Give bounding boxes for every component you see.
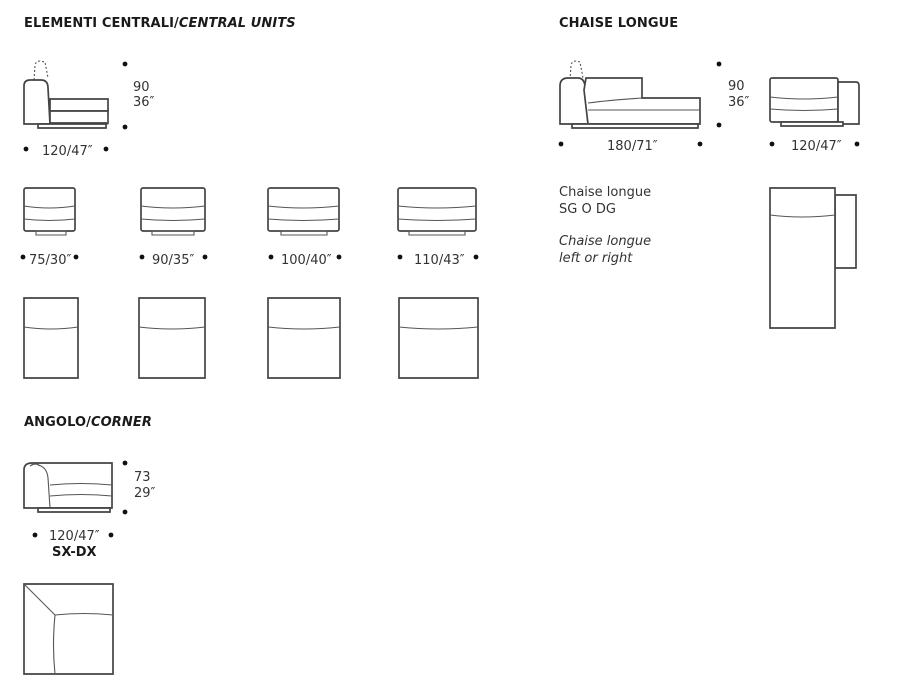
central-units-heading: ELEMENTI CENTRALI/CENTRAL UNITS [24,17,296,30]
central-unit-front-110 [398,188,476,235]
central-unit-plan-75 [24,298,78,378]
central-unit-plan-110 [399,298,478,378]
chaise-width-label: 180/71″ [607,139,658,154]
chaise-heading: CHAISE LONGUE [559,16,679,31]
corner-heading-en: CORNER [90,415,152,430]
chaise-plan-view [770,188,856,328]
central-height-cm: 90 [133,80,150,95]
central-unit-front-75 [24,188,75,235]
chaise-caption-it-2: SG O DG [559,202,616,217]
central-width-markers [23,146,109,152]
central-width-75: 75/30″ [29,253,72,268]
chaise-caption-en-2: left or right [559,251,633,266]
corner-height-markers [122,460,128,515]
central-width-110: 110/43″ [414,253,465,268]
central-heading-it: ELEMENTI CENTRALI/ [24,16,179,31]
central-width-100: 100/40″ [281,253,332,268]
corner-height-in: 29″ [134,486,156,501]
chaise-caption-en-1: Chaise longue [559,234,652,249]
central-unit-front-90 [141,188,205,235]
chaise-height-markers [716,61,722,128]
corner-width-markers [32,532,114,538]
central-height-markers [122,61,128,130]
corner-heading: ANGOLO/CORNER [24,416,152,429]
chaise-front-width-label: 120/47″ [791,139,842,154]
chaise-caption-it-1: Chaise longue [559,185,652,200]
central-unit-plan-100 [268,298,340,378]
corner-side-label: SX-DX [52,545,97,560]
chaise-front-view [770,78,859,126]
central-heading-en: CENTRAL UNITS [178,16,296,31]
chaise-height-in: 36″ [728,95,750,110]
chaise-front-width-markers [769,141,860,147]
central-unit-side-view [24,61,108,128]
corner-side-view [24,463,112,512]
chaise-height-cm: 90 [728,79,745,94]
central-width-90: 90/35″ [152,253,195,268]
central-width-label: 120/47″ [42,144,93,159]
corner-heading-it: ANGOLO/ [24,415,91,430]
corner-width-label: 120/47″ [49,529,100,544]
corner-height-cm: 73 [134,470,151,485]
central-unit-front-100 [268,188,339,235]
central-width-dots [20,254,479,260]
central-height-in: 36″ [133,95,155,110]
central-unit-plan-90 [139,298,205,378]
chaise-side-view [560,61,700,128]
corner-plan-view [24,584,113,674]
chaise-width-markers [558,141,703,147]
